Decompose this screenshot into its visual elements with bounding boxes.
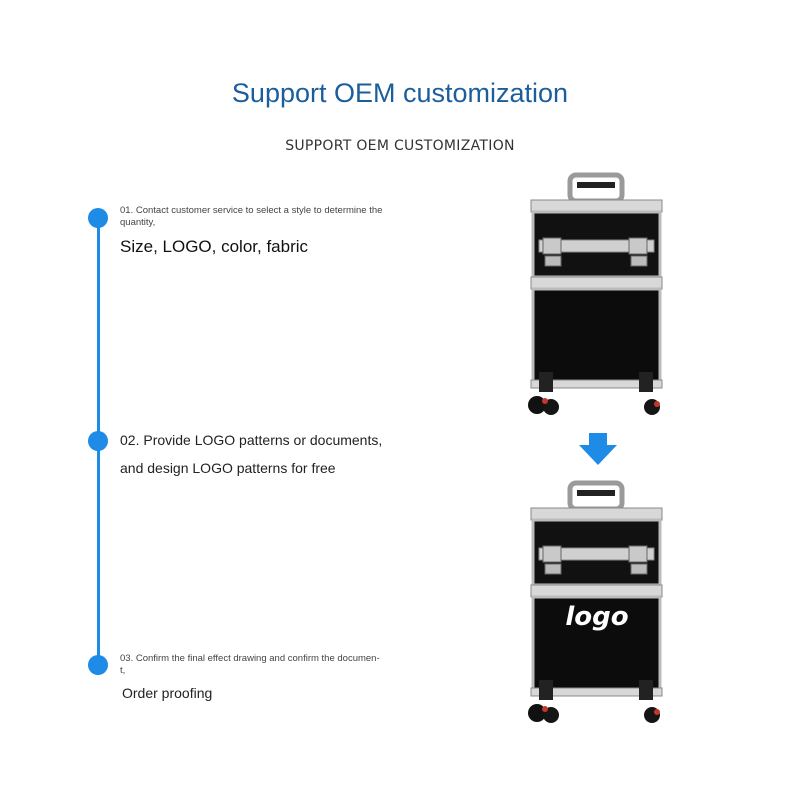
step-1-caption-line1: 01. Contact customer service to select a… (120, 205, 383, 216)
page-title: Support OEM customization (231, 78, 569, 108)
trolley-case-image-plain (525, 172, 670, 422)
step-1-caption: 01. Contact customer service to select a… (120, 205, 382, 229)
step-2-line1: 02. Provide LOGO patterns or documents, (120, 432, 383, 448)
timeline-dot-1 (88, 208, 108, 228)
timeline-dot-2 (88, 431, 108, 451)
step-3-detail: Order proofing (122, 685, 213, 701)
step-3-caption-line1: 03. Confirm the final effect drawing and… (120, 653, 380, 664)
step-1-detail: Size, LOGO, color, fabric (120, 237, 309, 256)
arrow-down-icon (579, 433, 617, 470)
case-logo-text: logo (565, 602, 628, 632)
step-2-line2: and design LOGO patterns for free (120, 460, 336, 476)
step-1-caption-line2: quantity, (120, 217, 156, 228)
step-3-caption: 03. Confirm the final effect drawing and… (120, 653, 380, 677)
trolley-case-image-logo: logo (525, 480, 670, 730)
page-subtitle: SUPPORT OEM CUSTOMIZATION (285, 138, 515, 154)
step-3-caption-line2: t, (120, 665, 126, 676)
step-2-text: 02. Provide LOGO patterns or documents, … (120, 426, 382, 482)
timeline-dot-3 (88, 655, 108, 675)
